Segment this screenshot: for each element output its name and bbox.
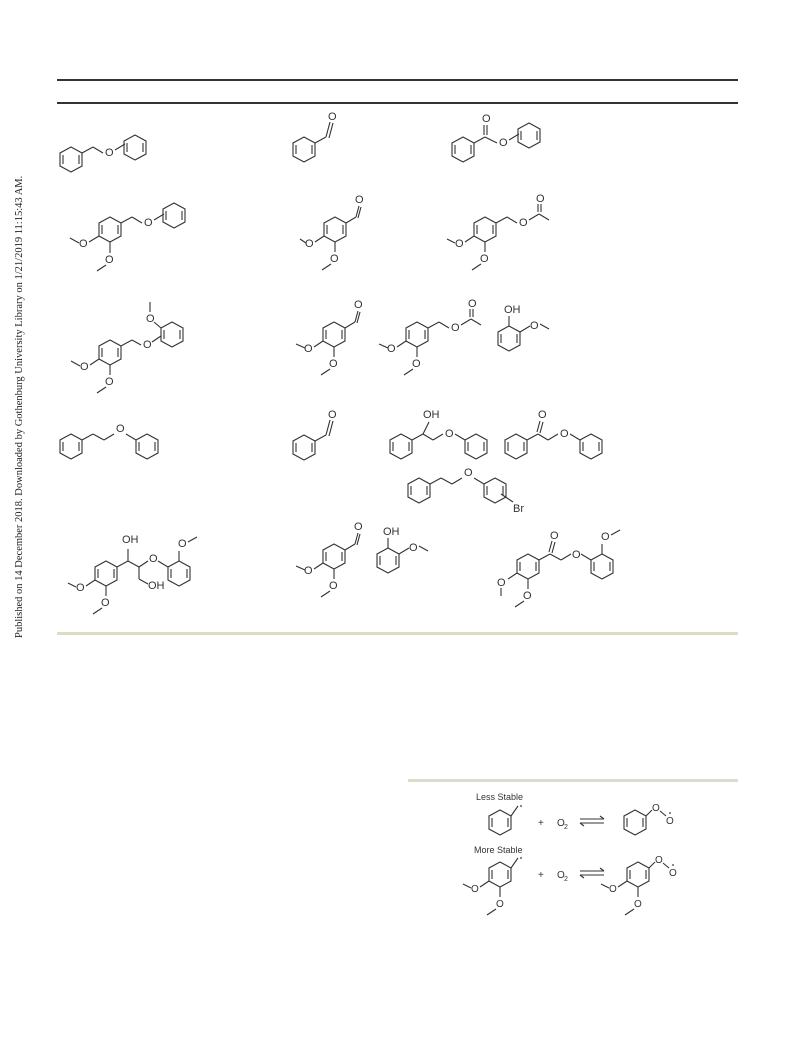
hydroxyl-label: OH	[122, 534, 139, 546]
structure-row3-product-2: O O O O	[378, 298, 482, 376]
oxygen-label: O	[143, 339, 152, 351]
plus-sign: +	[538, 870, 544, 881]
oxygen-label: O	[482, 113, 491, 125]
structure-row1-product-2: O O	[451, 113, 541, 163]
oxygen-label: O	[354, 521, 363, 533]
table-top-rule	[57, 79, 738, 81]
dioxygen-label: O	[557, 818, 565, 829]
oxygen-label: O	[530, 320, 539, 332]
structure-row2-product-2: O O O O	[446, 193, 550, 271]
oxygen-label: O	[79, 238, 88, 250]
oxygen-label: O	[496, 899, 504, 910]
oxygen-label: O	[305, 238, 314, 250]
oxygen-label: O	[355, 194, 364, 206]
oxygen-label: O	[536, 193, 545, 205]
structure-row3-product-3: OH O	[497, 304, 550, 352]
oxygen-label: O	[144, 217, 153, 229]
oxygen-label: O	[101, 597, 110, 609]
oxygen-label: O	[105, 254, 114, 266]
structure-row4-product-2: OH O	[389, 409, 488, 460]
table-header-rule	[57, 102, 738, 104]
structure-row2-product-1: O O O	[299, 194, 364, 271]
oxygen-label: O	[601, 531, 610, 543]
hydroxyl-label: OH	[383, 526, 400, 538]
oxygen-label: O	[523, 590, 532, 602]
scheme-less-stable: + O 2 O O	[488, 803, 674, 836]
hydroxyl-label: OH	[504, 304, 521, 316]
oxygen-label: O	[669, 868, 677, 879]
oxygen-label: O	[328, 111, 337, 123]
oxygen-label: O	[329, 358, 338, 370]
structure-row2-substrate: O O O	[69, 202, 186, 272]
oxygen-label: O	[116, 423, 125, 435]
oxygen-label: O	[499, 137, 508, 149]
structure-row5-substrate: OH OH O O O O	[67, 534, 198, 615]
structure-row3-product-1: O O O	[295, 299, 363, 376]
oxygen-label: O	[609, 884, 617, 895]
oxygen-label: O	[409, 542, 418, 554]
less-stable-label: Less Stable	[476, 792, 524, 802]
oxygen-label: O	[480, 253, 489, 265]
structure-row5-product-1: O O O	[295, 521, 363, 598]
oxygen-label: O	[666, 816, 674, 827]
oxygen-label: O	[560, 428, 569, 440]
table-bottom-rule	[57, 632, 738, 635]
oxygen-label: O	[178, 538, 187, 550]
oxygen-label: O	[328, 409, 337, 421]
oxygen-label: O	[105, 147, 114, 159]
publication-note: Published on 14 December 2018. Downloade…	[14, 175, 25, 638]
hydroxyl-label: OH	[148, 580, 165, 592]
oxygen-label: O	[455, 238, 464, 250]
publication-sidebar: Published on 14 December 2018. Downloade…	[4, 168, 25, 638]
structure-row4-substrate: O	[59, 423, 159, 460]
dioxygen-subscript: 2	[564, 824, 568, 831]
oxygen-label: O	[655, 855, 663, 866]
hydroxyl-label: OH	[423, 409, 440, 421]
oxygen-label: O	[329, 580, 338, 592]
structure-row4-product-4: O Br	[407, 467, 524, 515]
dioxygen-subscript: 2	[564, 876, 568, 883]
oxygen-label: O	[550, 530, 559, 542]
oxygen-label: O	[387, 343, 396, 355]
oxygen-label: O	[451, 322, 460, 334]
oxygen-label: O	[304, 565, 313, 577]
dioxygen-label: O	[557, 870, 565, 881]
oxygen-label: O	[634, 899, 642, 910]
oxygen-label: O	[304, 343, 313, 355]
oxygen-label: O	[468, 298, 477, 310]
oxygen-label: O	[519, 217, 528, 229]
structure-row4-product-3: O O	[504, 409, 603, 460]
structure-row1-substrate: O	[59, 134, 147, 173]
structure-row5-product-3: O O O O O	[497, 529, 621, 608]
oxygen-label: O	[464, 467, 473, 479]
oxygen-label: O	[572, 549, 581, 561]
oxygen-label: O	[354, 299, 363, 311]
oxygen-label: O	[471, 884, 479, 895]
oxygen-label: O	[538, 409, 547, 421]
oxygen-label: O	[80, 361, 89, 373]
oxygen-label: O	[105, 376, 114, 388]
oxygen-label: O	[445, 428, 454, 440]
more-stable-label: More Stable	[474, 845, 523, 855]
structure-row4-product-1: O	[292, 409, 337, 461]
scheme-more-stable: O O + O 2 O O O O	[462, 855, 677, 916]
oxygen-label: O	[652, 803, 660, 814]
oxygen-label: O	[149, 553, 158, 565]
scheme-top-rule	[408, 779, 738, 782]
oxygen-label: O	[330, 253, 339, 265]
bromine-label: Br	[513, 503, 524, 515]
oxygen-label: O	[76, 582, 85, 594]
structure-row1-product-1: O	[292, 111, 337, 163]
structure-row3-substrate: O O O O	[70, 302, 184, 394]
plus-sign: +	[538, 818, 544, 829]
oxygen-label: O	[497, 577, 506, 589]
oxygen-label: O	[146, 313, 155, 325]
structure-row5-product-2: OH O	[376, 526, 429, 574]
oxygen-label: O	[412, 358, 421, 370]
